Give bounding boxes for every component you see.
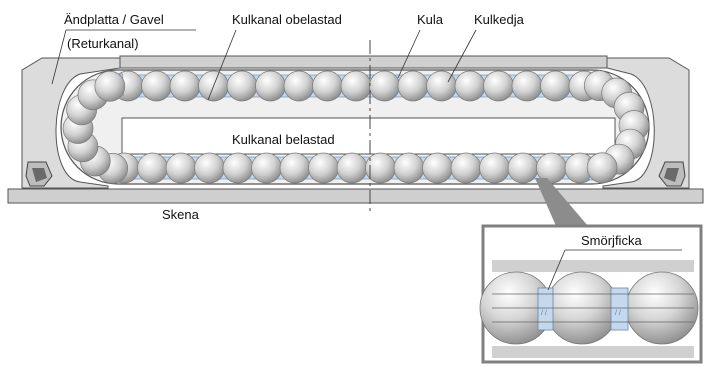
label-ball-chain: Kulkedja	[474, 12, 525, 27]
label-ball: Kula	[417, 12, 444, 27]
ball	[479, 152, 510, 184]
ball	[393, 152, 425, 184]
ball	[308, 152, 339, 184]
ball	[426, 70, 457, 102]
ball	[165, 152, 197, 184]
ball	[507, 152, 539, 184]
ball	[422, 152, 453, 184]
ball	[336, 152, 368, 184]
ball	[369, 70, 400, 102]
magnifier-connector	[535, 178, 588, 226]
svg-text:/ /: / /	[541, 310, 547, 317]
inset-spacer	[537, 287, 554, 331]
ball	[226, 70, 258, 102]
ball	[279, 152, 311, 184]
end-plate-right	[602, 57, 690, 189]
label-unloaded-channel: Kulkanal obelastad	[232, 12, 342, 27]
ball	[586, 152, 618, 184]
ball	[255, 70, 286, 102]
inner-body	[121, 117, 616, 155]
ball	[137, 152, 168, 184]
ball-chain	[62, 70, 650, 184]
ball	[222, 152, 254, 184]
ball	[450, 152, 482, 184]
label-end-plate: Ändplatta / Gavel	[64, 12, 164, 27]
ball	[511, 70, 543, 102]
label-return-channel: (Returkanal)	[67, 36, 139, 51]
label-grease-pocket: Smörjficka	[581, 233, 642, 248]
ball	[540, 70, 571, 102]
ball	[283, 70, 315, 102]
ball	[397, 70, 429, 102]
ball	[141, 70, 172, 102]
seal-left	[25, 161, 53, 187]
ball	[483, 70, 514, 102]
ball	[94, 70, 126, 102]
ball	[454, 70, 486, 102]
ball	[251, 152, 282, 184]
carriage-top-plate	[119, 55, 608, 69]
inset-spacer	[610, 287, 629, 331]
rail	[7, 188, 704, 204]
label-loaded-channel: Kulkanal belastad	[232, 132, 335, 147]
leader-lines	[51, 29, 477, 101]
inset-detail: / / / /	[479, 249, 699, 358]
ball	[340, 70, 372, 102]
end-plate-left	[21, 57, 121, 189]
ball	[169, 70, 201, 102]
label-rail: Skena	[162, 207, 200, 222]
svg-text:/ /: / /	[615, 310, 621, 317]
seal-right	[658, 161, 686, 187]
ball	[312, 70, 343, 102]
ball	[194, 152, 225, 184]
